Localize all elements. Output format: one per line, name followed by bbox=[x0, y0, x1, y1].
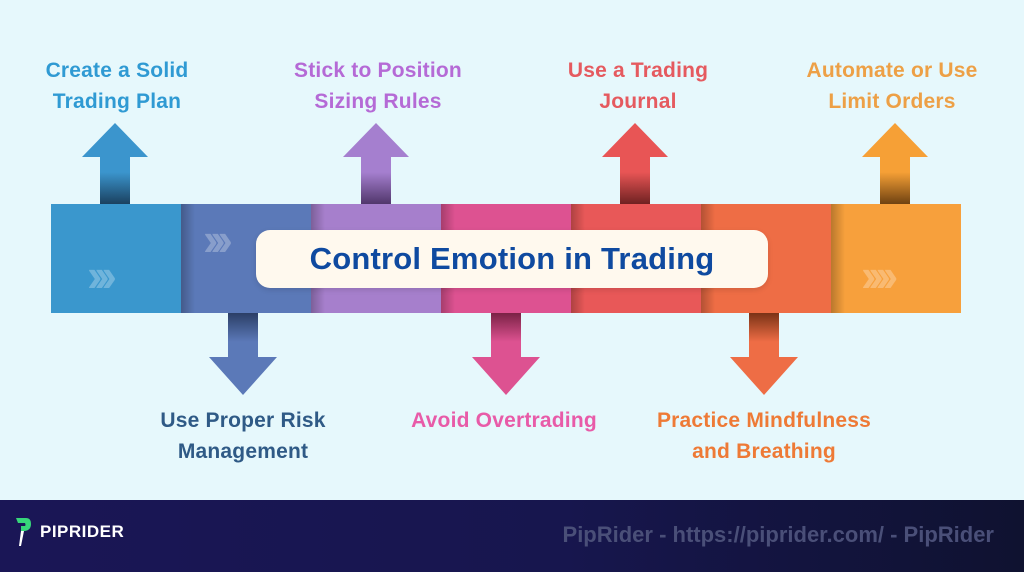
step-label-avoid-overtrading: Avoid Overtrading bbox=[411, 409, 597, 432]
arrow-down-icon bbox=[730, 313, 798, 395]
step-label-risk-management: Use Proper Risk Management bbox=[160, 409, 326, 463]
arrow-down-icon bbox=[472, 313, 540, 395]
arrow-up-icon bbox=[602, 123, 668, 205]
brand-logo[interactable]: PIPRIDER bbox=[14, 516, 124, 548]
band-segment-7: ›››› bbox=[831, 204, 961, 313]
arrow-up-icon bbox=[82, 123, 148, 205]
step-label-limit-orders: Automate or Use Limit Orders bbox=[806, 59, 978, 113]
diagram-title-box: Control Emotion in Trading bbox=[256, 230, 768, 288]
band-segment-1: ››› bbox=[51, 204, 181, 313]
footer-bar: PIPRIDER PipRider - https://piprider.com… bbox=[0, 500, 1024, 572]
step-label-trading-plan: Create a Solid Trading Plan bbox=[45, 59, 189, 113]
arrow-down-icon bbox=[209, 313, 277, 395]
arrow-up-icon bbox=[343, 123, 409, 205]
step-label-trading-journal: Use a Trading Journal bbox=[567, 59, 709, 113]
step-label-mindfulness: Practice Mindfulness and Breathing bbox=[656, 409, 872, 463]
piprider-logo-icon bbox=[16, 518, 31, 546]
arrow-up-icon bbox=[862, 123, 928, 205]
brand-name: PIPRIDER bbox=[40, 522, 125, 541]
diagram-title: Control Emotion in Trading bbox=[309, 241, 715, 276]
step-label-position-sizing: Stick to Position Sizing Rules bbox=[294, 59, 462, 113]
footer-watermark: PipRider - https://piprider.com/ - PipRi… bbox=[562, 522, 994, 547]
